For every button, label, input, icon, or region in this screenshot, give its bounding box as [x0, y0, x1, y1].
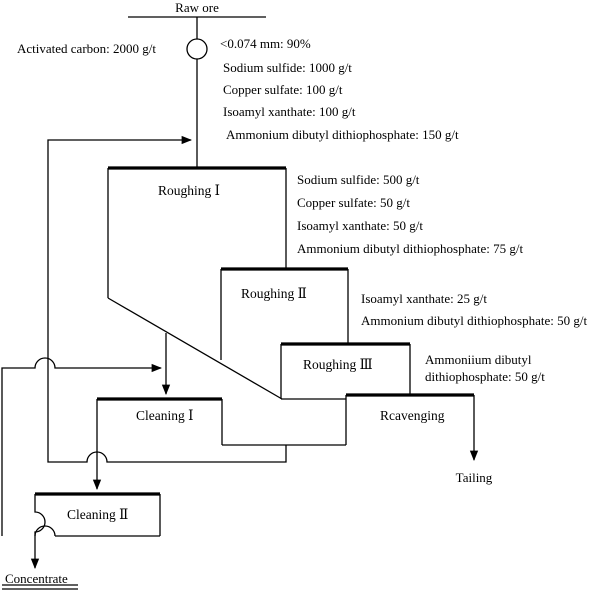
cleaning1-tailings-return-arrow: [47, 135, 287, 463]
roughing2-label: Roughing Ⅱ: [241, 286, 307, 301]
scavenging-label: Rcavenging: [380, 408, 445, 423]
roughing1-reagent-4: Ammonium dibutyl dithiophosphate: 75 g/t: [297, 241, 523, 256]
roughing3-reagent-2: dithiophosphate: 50 g/t: [425, 369, 545, 384]
roughing2-reagent-1: Isoamyl xanthate: 25 g/t: [361, 291, 487, 306]
roughing3-label: Roughing Ⅲ: [303, 357, 373, 372]
raw-ore-label: Raw ore: [175, 0, 219, 15]
roughing1-label: Roughing Ⅰ: [158, 183, 220, 198]
cleaning1-label: Cleaning Ⅰ: [136, 408, 193, 423]
grind-reagent-1: Sodium sulfide: 1000 g/t: [223, 60, 352, 75]
cleaning2-label: Cleaning Ⅱ: [67, 507, 128, 522]
roughing1-reagent-1: Sodium sulfide: 500 g/t: [297, 172, 420, 187]
concentrate-label: Concentrate: [5, 571, 68, 586]
roughing1-reagent-2: Copper sulfate: 50 g/t: [297, 195, 410, 210]
grinding-mill-icon: [186, 38, 208, 60]
activated-carbon-label: Activated carbon: 2000 g/t: [17, 41, 156, 56]
grind-reagent-4: Ammonium dibutyl dithiophosphate: 150 g/…: [226, 127, 459, 142]
grind-size-label: <0.074 mm: 90%: [220, 36, 311, 51]
tailing-label: Tailing: [456, 470, 493, 485]
cleaning2-tailings-return-arrow: [1, 357, 163, 536]
grind-reagent-3: Isoamyl xanthate: 100 g/t: [223, 104, 356, 119]
roughing1-reagent-3: Isoamyl xanthate: 50 g/t: [297, 218, 423, 233]
roughing3-reagent-1: Ammoniium dibutyl: [425, 352, 532, 367]
concentrate-arrow: [30, 494, 46, 570]
roughing2-reagent-2: Ammonium dibutyl dithiophosphate: 50 g/t: [361, 313, 587, 328]
grind-reagent-2: Copper sulfate: 100 g/t: [223, 82, 343, 97]
roughing1-tailings-line: [107, 297, 283, 400]
